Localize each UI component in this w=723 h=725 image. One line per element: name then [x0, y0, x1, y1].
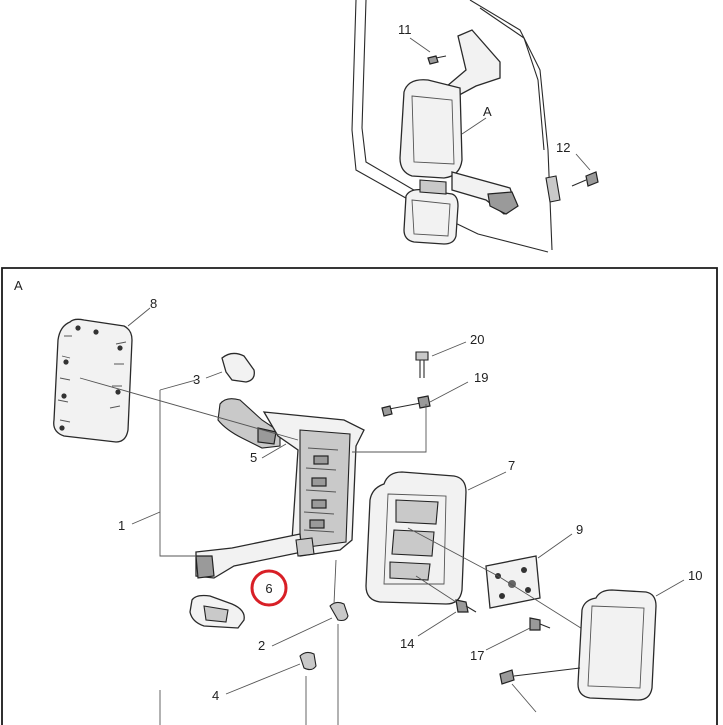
leader-12 [575, 153, 591, 171]
leader-19-down [352, 404, 427, 453]
detail-frame [1, 267, 718, 725]
cab-outline-inner [361, 0, 425, 197]
part-9-mounting-plate [485, 555, 541, 609]
leader-2 [271, 617, 333, 647]
leader-2-up [333, 559, 337, 605]
part-2-clip [329, 601, 349, 622]
part-5-arm-cover [217, 398, 281, 449]
leader-9-axis [407, 527, 585, 631]
leader-20 [431, 341, 467, 357]
leader-1 [131, 511, 161, 525]
wide-angle-bracket [419, 179, 447, 195]
callout-20: 20 [470, 332, 484, 347]
highlighted-callout-6: 6 [250, 569, 288, 607]
part-8-back-cover [53, 318, 133, 443]
callout-1: 1 [118, 518, 125, 533]
leader-14 [417, 611, 457, 637]
cab-overview: 11 A 12 [351, 0, 599, 253]
part-14-bolt [455, 599, 477, 613]
leader-lower [511, 683, 537, 713]
part-19-pin [381, 395, 431, 417]
main-mirror-housing [399, 79, 463, 179]
part-6-clamp [189, 594, 245, 629]
cab-outline-right [469, 0, 553, 251]
callout-12: 12 [556, 140, 570, 155]
callout-2: 2 [258, 638, 265, 653]
screw-11-icon [427, 55, 447, 65]
vertical-leaders [305, 624, 339, 725]
part-1-main-bracket [195, 411, 365, 579]
leader-10 [655, 579, 685, 597]
part-7-mirror-frame [365, 471, 467, 605]
callout-10: 10 [688, 568, 702, 583]
leader-17 [485, 627, 531, 651]
screw-12-icon [545, 171, 599, 203]
leader-9 [537, 533, 573, 559]
upper-mount-arm [438, 29, 501, 101]
leader-4 [225, 663, 301, 695]
detail-view-A: A [1, 267, 718, 725]
leader-11 [409, 37, 431, 53]
leader-A [461, 117, 487, 135]
detail-view-letter: A [14, 278, 23, 293]
screw-lower-icon [499, 667, 581, 685]
leader-8-to-1 [79, 377, 299, 441]
part-10-mirror-glass [577, 589, 657, 701]
callout-7: 7 [508, 458, 515, 473]
leader-14-axis [415, 575, 457, 603]
callout-8: 8 [150, 296, 157, 311]
lower-mount-block [487, 191, 519, 215]
callout-14: 14 [400, 636, 414, 651]
callout-9: 9 [576, 522, 583, 537]
callout-4: 4 [212, 688, 219, 703]
part-4-clip [299, 651, 317, 671]
leader-8 [127, 307, 151, 327]
callout-17: 17 [470, 648, 484, 663]
leader-3 [205, 371, 223, 379]
callout-3: 3 [193, 372, 200, 387]
callout-11: 11 [398, 22, 412, 37]
wide-angle-mirror [403, 188, 459, 245]
callout-6: 6 [265, 581, 272, 596]
highlight-ring [250, 569, 288, 607]
main-mirror-glass [411, 95, 455, 165]
callout-19: 19 [474, 370, 488, 385]
part-17-screw [529, 617, 551, 631]
part-3-gasket [221, 352, 255, 383]
part-20-bolt [415, 351, 429, 378]
cab-outline-right-inner [479, 7, 545, 151]
cab-outline-left [351, 0, 549, 253]
bracket-1-group-line [159, 379, 197, 557]
wide-angle-glass [411, 199, 451, 237]
callout-A: A [483, 104, 492, 119]
callout-5: 5 [250, 450, 257, 465]
leader-5 [261, 443, 287, 459]
leader-7 [467, 471, 507, 491]
leader-19 [429, 381, 469, 403]
